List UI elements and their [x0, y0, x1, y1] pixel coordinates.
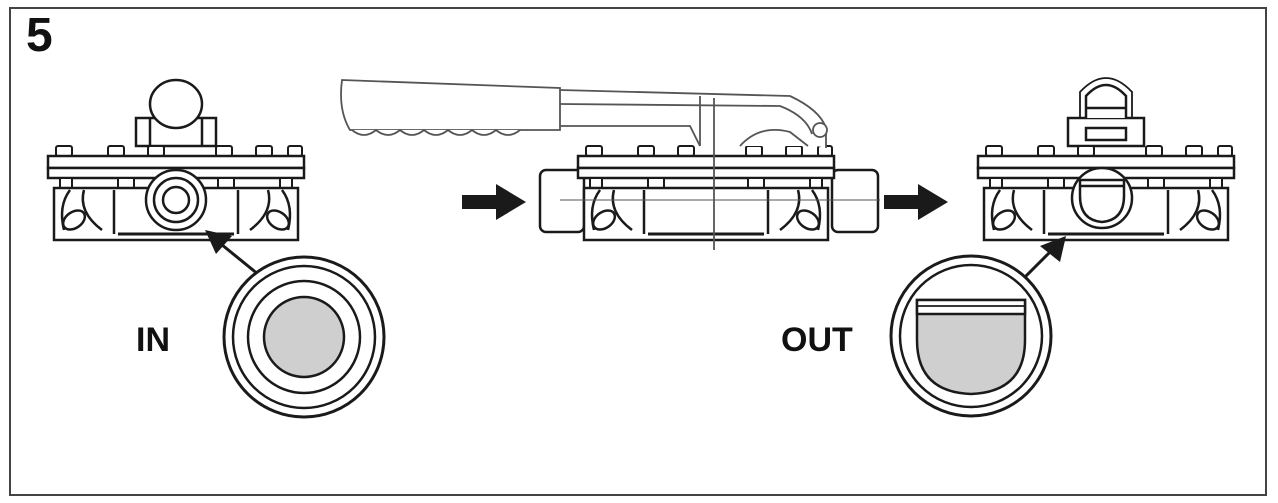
- direction-arrow-2: [884, 184, 948, 220]
- out-label: OUT: [781, 321, 853, 359]
- right-valve-drawing: [976, 77, 1236, 242]
- left-valve-drawing: [46, 78, 306, 242]
- direction-arrow-1: [462, 184, 526, 220]
- out-zoom-detail: [889, 254, 1053, 418]
- step-number: 5: [26, 9, 53, 62]
- in-zoom-detail: [222, 255, 386, 419]
- in-label: IN: [136, 321, 170, 359]
- center-valve-drawing: [340, 79, 880, 250]
